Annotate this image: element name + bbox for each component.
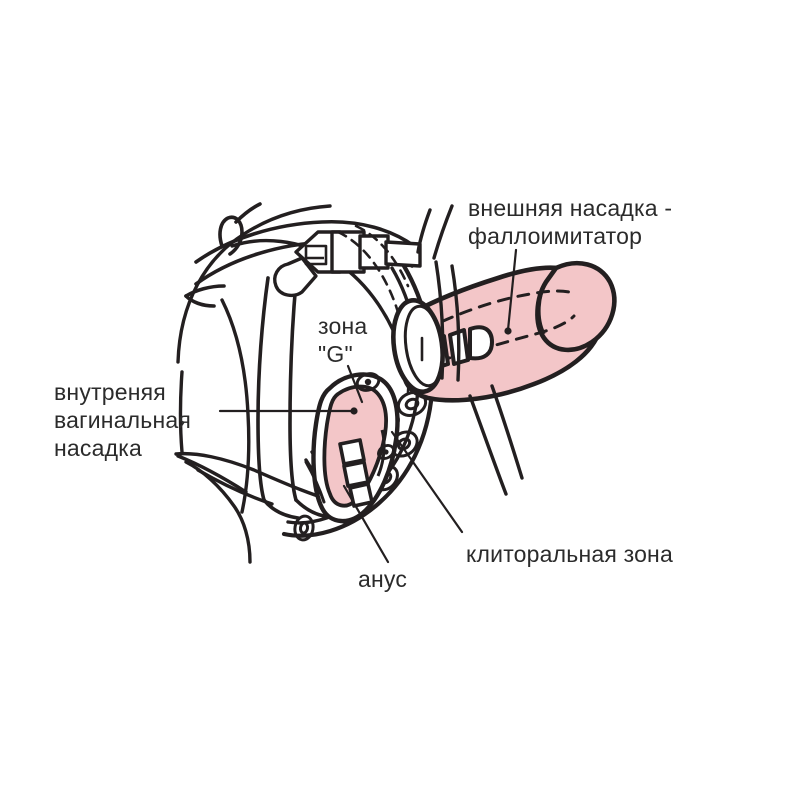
crotch-detail-upper xyxy=(176,454,248,494)
waist-strap-top-edge xyxy=(194,219,416,264)
strap-tail-right xyxy=(416,208,432,254)
leader-internal-dot xyxy=(350,407,358,415)
belt-ring-hidden-dashed-2 xyxy=(354,224,410,288)
dildo-corona-line xyxy=(537,281,548,335)
label-anus: анус xyxy=(358,566,408,592)
dildo-support-strap-a xyxy=(434,260,445,380)
strap-left-tab-edge xyxy=(184,294,216,308)
buckle-tail xyxy=(384,240,422,268)
strap-tail-upper xyxy=(234,202,262,224)
label-g-zone: зона "G" xyxy=(318,313,368,367)
rib-3 xyxy=(468,325,494,361)
dildo-support-strap-b xyxy=(450,264,461,382)
thigh-front-line xyxy=(220,298,251,514)
under-strap xyxy=(262,498,300,520)
strap-left-tab xyxy=(184,284,226,298)
label-internal-vaginal-attachment: внутреняя вагинальная насадка xyxy=(54,379,192,461)
leader-external-dot xyxy=(504,327,512,335)
lower-support-strap-2 xyxy=(490,384,524,480)
leader-clitoral xyxy=(390,430,464,534)
leader-line-group xyxy=(218,248,518,564)
lower-back-trail xyxy=(178,370,184,454)
leg-strap-right-edge xyxy=(288,280,298,502)
harness-strap-group xyxy=(184,202,416,520)
strap-tail-right-2 xyxy=(432,204,454,260)
internal-rib-1 xyxy=(338,438,366,466)
internal-top-stud xyxy=(355,372,381,392)
harness-buckle xyxy=(273,230,422,298)
dashed-line-upper xyxy=(422,289,578,332)
leader-gzone xyxy=(346,364,364,404)
lower-support-strap xyxy=(468,394,508,496)
anus-zone-mark xyxy=(304,460,326,504)
buckle-rounded-end xyxy=(273,256,318,298)
belt-stud-5 xyxy=(293,514,315,542)
anus-fold-1 xyxy=(304,460,326,504)
internal-rib-2 xyxy=(342,460,370,488)
dildo-glans xyxy=(535,260,617,353)
body-outline-group xyxy=(174,204,404,564)
leader-external xyxy=(506,248,518,332)
label-clitoral-zone: клиторальная зона xyxy=(466,541,673,567)
anus-dot xyxy=(315,489,321,495)
leg-strap-left-edge xyxy=(256,276,270,502)
label-external-dildo-attachment: внешняя насадка - фаллоимитатор xyxy=(468,195,673,249)
internal-side-stud xyxy=(377,444,395,460)
under-strap-2 xyxy=(294,498,326,518)
internal-ribs xyxy=(338,438,374,508)
leader-anus xyxy=(342,484,390,564)
upper-strap-tails xyxy=(416,204,524,496)
